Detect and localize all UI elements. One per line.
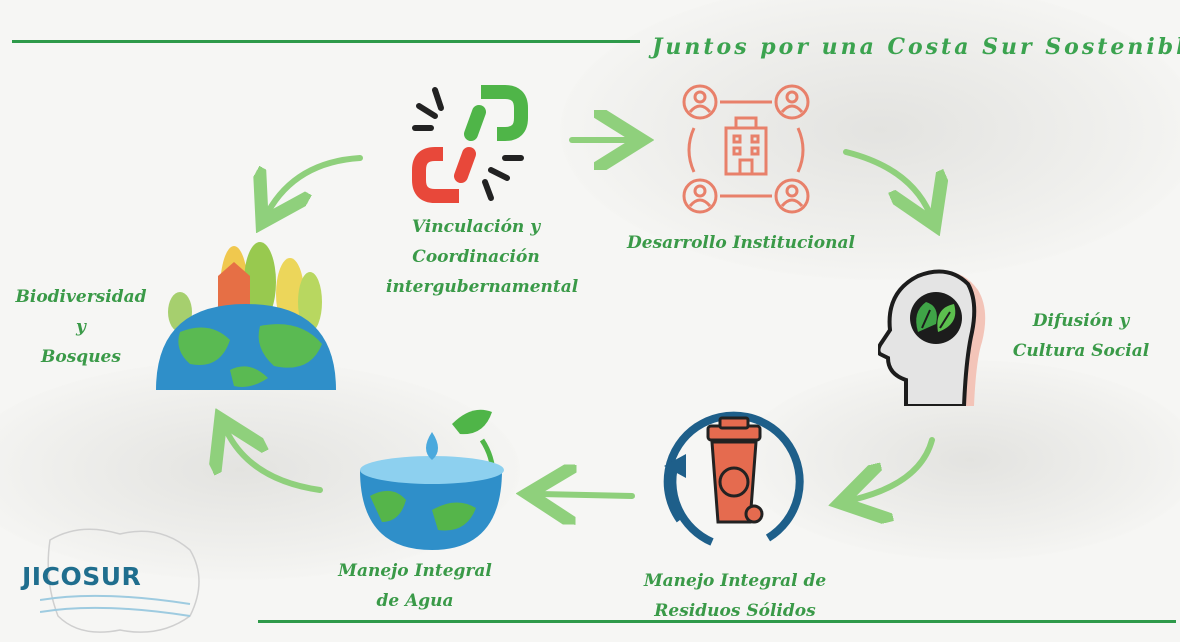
footer-rule xyxy=(258,620,1176,623)
broken-chain-icon xyxy=(412,85,528,203)
map-outline-icon xyxy=(40,528,200,633)
background-wash xyxy=(560,0,1180,280)
node-vinculacion-label: Vinculación y Coordinación intergubernam… xyxy=(386,217,579,297)
forest-globe-icon xyxy=(156,242,336,390)
arrow-difusion-to-residuos xyxy=(852,437,935,500)
arrow-desarrollo-to-difusion xyxy=(843,149,930,214)
node-desarrollo-label: Desarrollo Institucional xyxy=(627,233,855,253)
header-rule xyxy=(12,40,640,43)
head-leaves-icon xyxy=(878,269,986,406)
node-agua-label: Manejo Integral de Agua xyxy=(338,561,492,611)
arrow-vinculacion-to-biodiversidad xyxy=(268,155,363,212)
recycle-bin-icon xyxy=(663,411,804,546)
node-biodiversidad-label: Biodiversidad y Bosques xyxy=(15,287,147,367)
arrow-agua-to-biodiversidad xyxy=(226,430,323,493)
water-globe-icon xyxy=(360,409,504,550)
page-title: Juntos por una Costa Sur Sostenible xyxy=(652,34,1180,60)
arrow-residuos-to-agua xyxy=(540,494,635,496)
node-residuos-label: Manejo Integral de Residuos Sólidos xyxy=(643,571,827,621)
node-difusion-label: Difusión y Cultura Social xyxy=(1012,311,1150,361)
jicosur-logo: JICOSUR xyxy=(22,562,142,591)
institution-network-icon xyxy=(682,84,810,214)
